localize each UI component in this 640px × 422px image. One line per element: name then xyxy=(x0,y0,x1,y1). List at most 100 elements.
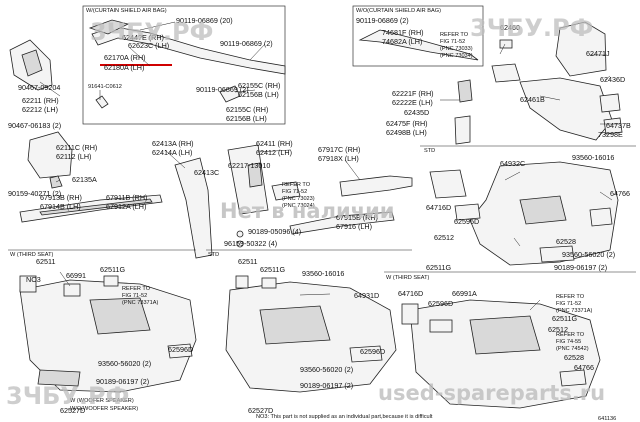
ref2-d: (PNC 73024) xyxy=(282,203,315,209)
no-curtain-airbag-box xyxy=(352,5,484,67)
label-p56: 62512 xyxy=(434,233,454,242)
label-p70: 62511G xyxy=(260,265,285,274)
label-p47: 62498B (LH) xyxy=(386,128,427,137)
bin-cover xyxy=(429,319,453,333)
trim-cover xyxy=(167,343,193,359)
leader-lines xyxy=(39,21,620,311)
label-p09: 62155C (RH) xyxy=(238,81,280,90)
watermark-out-of-stock: Нет в наличии xyxy=(220,199,395,223)
ref2-c: (PNC 73023) xyxy=(282,196,315,202)
label-p35: 67915B (RH) xyxy=(336,213,378,222)
trim-cover-2 xyxy=(349,345,383,363)
cover-clip xyxy=(103,275,119,287)
label-p54: 62596D xyxy=(454,217,479,226)
vent-cover xyxy=(401,303,419,325)
vent-grille xyxy=(454,115,471,145)
label-p81: 62511G xyxy=(552,314,577,323)
label-p41: 62471J xyxy=(586,49,610,58)
label-p79: 62596D xyxy=(428,299,453,308)
quarter-pocket xyxy=(469,315,541,355)
label-p37: 90119-06869 (2) xyxy=(356,16,409,25)
assist-grip xyxy=(457,79,473,103)
watermark-site: used-spareparts.ru xyxy=(378,381,605,405)
cover-clip-2 xyxy=(261,277,277,289)
label-p75: 90189-06197 (2) xyxy=(300,381,353,390)
label-p49: 64737B xyxy=(606,121,631,130)
diagram-id: 641136 xyxy=(598,416,616,422)
label-p33: 90189-05096 (4) xyxy=(248,227,301,236)
label-p34: 96159-50322 (4) xyxy=(224,239,277,248)
watermark-brand-top-left: 3ЧБУ.РФ xyxy=(90,18,213,46)
curtain-airbag-box xyxy=(82,5,286,125)
fastener-clip xyxy=(95,95,109,109)
label-p74: 93560-56020 (2) xyxy=(300,365,353,374)
label-p82: 62528 xyxy=(564,353,584,362)
pillar-clip xyxy=(88,19,130,35)
label-p73: 62596D xyxy=(360,347,385,356)
rear-door-scuff xyxy=(289,211,395,235)
label-p05: 62180A (LH) xyxy=(104,63,144,72)
label-p76: 62527D xyxy=(248,406,273,415)
clip-1 xyxy=(236,230,244,238)
label-p43: 62221F (RH) xyxy=(392,89,434,98)
scuff-bracket xyxy=(271,181,301,201)
center-pillar-lower-trim xyxy=(174,157,213,259)
label-p21: 67913B (RH) xyxy=(40,193,82,202)
section-third-seat-left: W (THIRD SEAT) xyxy=(10,252,54,258)
label-p15: 62212 (LH) xyxy=(22,105,58,114)
label-p50: 73298E xyxy=(598,130,623,139)
lower-trim-panel xyxy=(37,369,81,387)
belt-guide xyxy=(247,162,263,188)
label-p42: 62436D xyxy=(600,75,625,84)
trim-recess xyxy=(259,305,331,345)
ref1-c: (PNC 73033) xyxy=(440,46,473,52)
ref4-b: FIG 71-52 xyxy=(556,301,581,307)
clip-2 xyxy=(236,240,244,248)
quarter-trim-pocket xyxy=(519,195,567,225)
speaker-grille xyxy=(19,275,37,293)
clip-bracket xyxy=(499,39,513,49)
label-p22: 67914B (LH) xyxy=(40,202,81,211)
label-p60: 90189-06197 (2) xyxy=(554,263,607,272)
label-p07: 91641-C0612 xyxy=(88,84,122,90)
cover-plug xyxy=(454,203,481,221)
label-p40: 62460 xyxy=(500,23,520,32)
label-p80: 62512 xyxy=(548,325,568,334)
woofer-wo-caption: W/O(WOOFER SPEAKER) xyxy=(70,406,138,412)
section-curtain-w: W/(CURTAIN SHIELD AIR BAG) xyxy=(86,8,167,14)
label-p66: 93560-56020 (2) xyxy=(98,359,151,368)
label-p52: 93560-16016 xyxy=(572,153,614,162)
rear-pillar-garnish xyxy=(555,21,607,77)
label-p13: 90467-09204 xyxy=(18,83,60,92)
footnote: NO3: This part is not supplied as an ind… xyxy=(256,414,433,420)
label-p29: 62412 (LH) xyxy=(256,148,292,157)
label-p46: 62475F (RH) xyxy=(386,119,428,128)
label-p18: 62112 (LH) xyxy=(56,152,91,161)
label-p72: 64931D xyxy=(354,291,379,300)
ref1-b: FIG 71-52 xyxy=(440,39,465,45)
label-p65: 62596D xyxy=(168,345,193,354)
label-p24: 67912A (LH) xyxy=(106,202,146,211)
label-p06: 90119-06869 (2) xyxy=(220,39,273,48)
ref1-d: (PNC 73034) xyxy=(440,53,473,59)
ref5-b: FIG 74-55 xyxy=(556,339,581,345)
label-p30: 62217-13010 xyxy=(228,161,270,170)
label-p02: 6244?E (RH) xyxy=(122,33,164,42)
ref4-a: REFER TO xyxy=(556,294,585,300)
ref5-c: (PNC 74542) xyxy=(556,346,589,352)
label-p01: 90119-06869 (20) xyxy=(176,16,233,25)
label-p68: 62527D xyxy=(60,406,85,415)
scuff-plate-insert xyxy=(39,198,153,216)
label-p12: 62156B (LH) xyxy=(226,114,267,123)
label-p53: 64716D xyxy=(426,203,451,212)
label-p10: 62156B (LH) xyxy=(238,90,279,99)
ref3-a: REFER TO xyxy=(122,286,151,292)
roof-rail-trim-nobag xyxy=(358,29,479,61)
label-p14: 62211 (RH) xyxy=(22,96,59,105)
side-cover xyxy=(589,207,613,227)
ref2-a: REFER TO xyxy=(282,182,311,188)
hook-2 xyxy=(603,117,623,135)
watermark-brand-bottom-left: 3ЧБУ.РФ xyxy=(6,382,129,410)
luggage-hook-2 xyxy=(559,369,587,387)
pillar-inner xyxy=(21,49,43,77)
